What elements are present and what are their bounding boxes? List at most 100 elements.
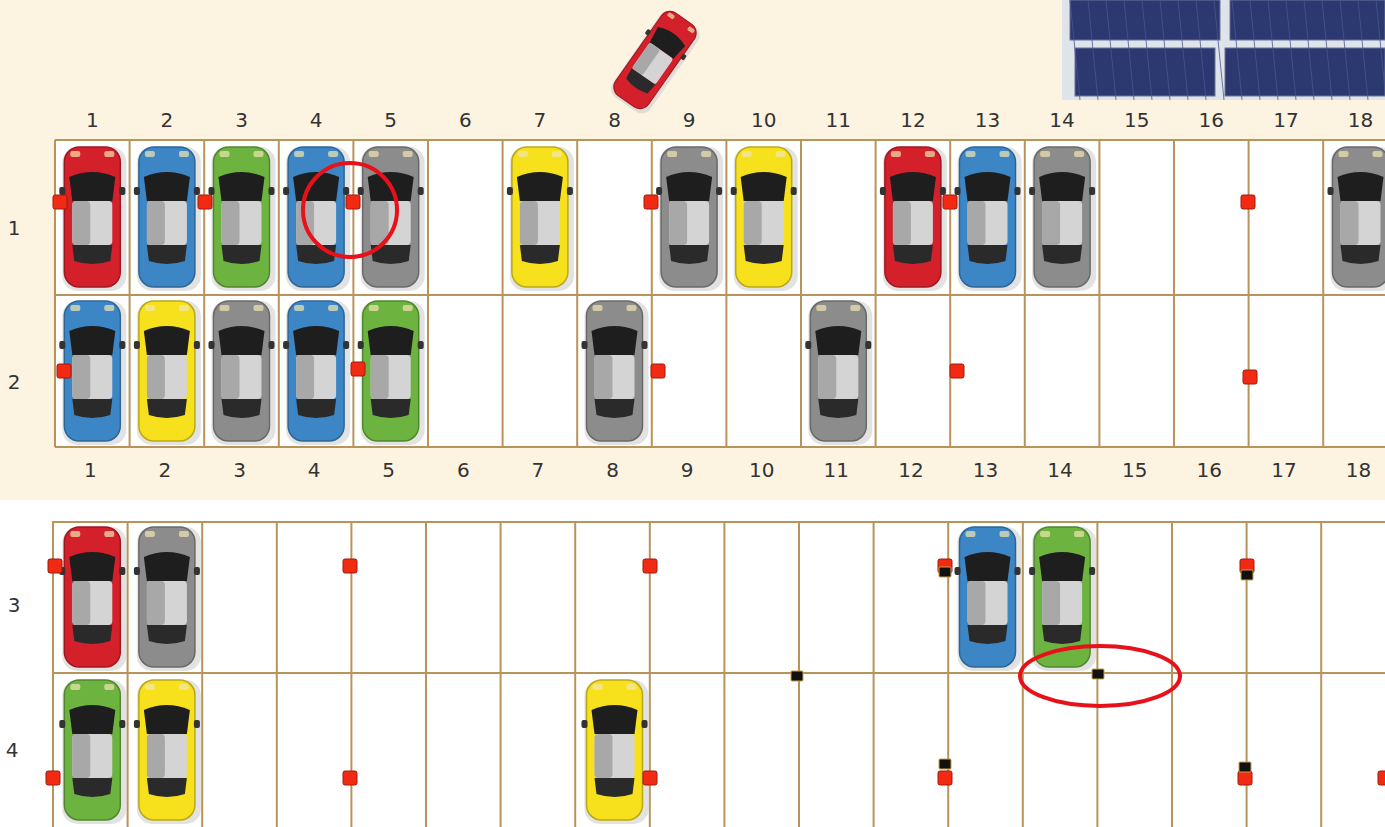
column-number: 5 — [382, 460, 395, 480]
column-number: 4 — [310, 110, 323, 130]
car-icon — [283, 301, 350, 445]
bay-line — [52, 672, 1385, 674]
solar-grid-line — [1106, 0, 1116, 100]
charger-marker — [1241, 195, 1255, 209]
solar-grid-line — [1286, 0, 1296, 100]
car-icon — [209, 301, 276, 445]
column-number: 7 — [534, 110, 547, 130]
charger-marker — [351, 362, 365, 376]
solar-grid-line — [1070, 0, 1080, 100]
row-number: 1 — [8, 218, 21, 238]
bay-line — [875, 140, 877, 447]
row-number: 4 — [6, 740, 19, 760]
column-number: 3 — [233, 460, 246, 480]
bay-line — [800, 140, 802, 447]
column-number: 2 — [159, 460, 172, 480]
bay-line — [723, 522, 725, 827]
charger-marker — [198, 195, 212, 209]
bay-line — [576, 140, 578, 447]
bay-line — [54, 140, 56, 447]
column-number: 4 — [308, 460, 321, 480]
bay-line — [276, 522, 278, 827]
solar-grid-line — [1376, 0, 1385, 100]
column-number: 13 — [973, 460, 998, 480]
solar-cell — [1075, 48, 1215, 96]
bay-line — [278, 140, 280, 447]
bay-line — [1320, 522, 1322, 827]
bay-line — [725, 140, 727, 447]
bay-line — [1322, 140, 1324, 447]
column-number: 14 — [1047, 460, 1072, 480]
column-number: 16 — [1197, 460, 1222, 480]
column-number: 11 — [826, 110, 851, 130]
lot-ground — [0, 500, 1385, 827]
solar-grid-line — [1268, 0, 1278, 100]
column-number: 10 — [751, 110, 776, 130]
sensor-marker — [1241, 570, 1253, 580]
car-icon — [1029, 147, 1096, 291]
bay-line — [949, 140, 951, 447]
bay-line — [352, 140, 354, 447]
charger-marker — [943, 195, 957, 209]
car-icon — [59, 680, 126, 824]
column-number: 15 — [1122, 460, 1147, 480]
charger-marker — [1378, 771, 1385, 785]
charger-marker — [651, 364, 665, 378]
car-icon — [880, 147, 947, 291]
column-number: 17 — [1271, 460, 1296, 480]
car-icon — [134, 147, 201, 291]
bay-line — [55, 294, 1385, 296]
car-icon — [283, 147, 350, 291]
sensor-marker — [1239, 762, 1251, 772]
bay-line — [55, 446, 1385, 448]
car-icon — [59, 147, 126, 291]
column-number: 16 — [1199, 110, 1224, 130]
bay-line — [651, 140, 653, 447]
solar-grid-line — [1088, 0, 1098, 100]
bay-line — [427, 140, 429, 447]
bay-line — [52, 521, 1385, 523]
bay-line — [1171, 522, 1173, 827]
column-number: 17 — [1273, 110, 1298, 130]
column-number: 6 — [459, 110, 472, 130]
bay-line — [1098, 140, 1100, 447]
car-icon — [955, 147, 1022, 291]
column-number: 15 — [1124, 110, 1149, 130]
column-number: 1 — [84, 460, 97, 480]
parking-grid — [52, 140, 1385, 827]
car-icon — [59, 527, 126, 671]
solar-grid-line — [1340, 0, 1350, 100]
car-icon — [955, 527, 1022, 671]
sensor-marker — [939, 567, 951, 577]
car-icon — [731, 147, 798, 291]
highlight-ring — [1020, 646, 1180, 706]
column-number: 14 — [1049, 110, 1074, 130]
bay-line — [127, 522, 129, 827]
car-icon — [656, 147, 723, 291]
solar-grid-line — [1160, 0, 1170, 100]
solar-grid-line — [1304, 0, 1314, 100]
row-number: 2 — [8, 372, 21, 392]
column-number: 10 — [749, 460, 774, 480]
column-number: 12 — [900, 110, 925, 130]
charger-marker — [343, 559, 357, 573]
bay-line — [502, 140, 504, 447]
charger-marker — [643, 559, 657, 573]
charger-marker — [1243, 370, 1257, 384]
lot-ground — [55, 140, 1385, 447]
charger-marker — [938, 771, 952, 785]
car-icon — [507, 147, 574, 291]
bay-line — [574, 522, 576, 827]
solar-cell — [1225, 48, 1385, 96]
bay-line — [1173, 140, 1175, 447]
charger-marker — [343, 771, 357, 785]
column-number: 6 — [457, 460, 470, 480]
bay-line — [129, 140, 131, 447]
car-icon — [805, 301, 872, 445]
charger-marker — [46, 771, 60, 785]
charger-marker — [950, 364, 964, 378]
column-number: 3 — [235, 110, 248, 130]
sensor-marker — [1092, 669, 1104, 679]
charger-marker — [57, 364, 71, 378]
column-number: 12 — [898, 460, 923, 480]
